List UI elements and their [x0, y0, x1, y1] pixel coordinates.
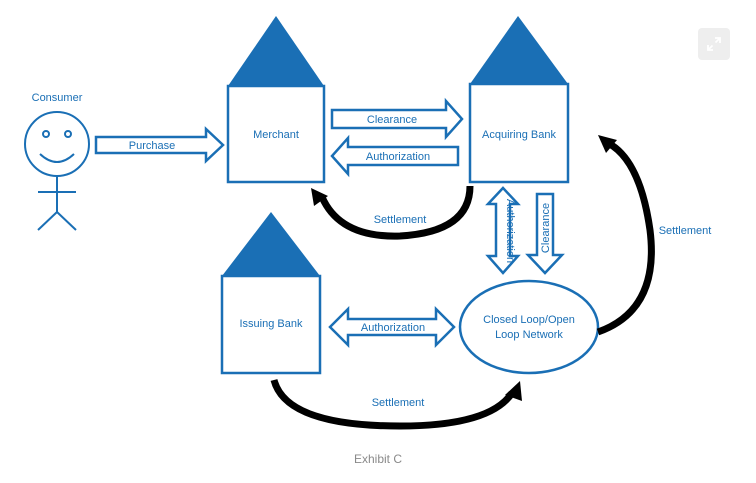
settlement-arrowhead-bottom	[505, 381, 522, 401]
settlement-curve-merchant	[318, 185, 474, 240]
acquiring-bank-roof	[470, 16, 568, 84]
purchase-arrow	[94, 126, 225, 164]
acquiring-bank-label: Acquiring Bank	[482, 129, 556, 141]
settlement-arrowhead-merchant	[311, 188, 328, 206]
acquiring-bank-box	[468, 82, 570, 184]
settlement-curve-bottom	[270, 378, 515, 430]
network-ellipse	[458, 279, 600, 375]
consumer-label: Consumer	[32, 92, 83, 104]
consumer-eye-left	[42, 130, 50, 138]
merchant-label: Merchant	[253, 129, 299, 141]
consumer-figure	[24, 111, 90, 231]
expand-icon	[707, 37, 721, 51]
settlement-curve-right	[596, 139, 655, 336]
issuing-bank-roof	[222, 212, 320, 276]
purchase-label: Purchase	[129, 140, 175, 152]
issuing-bank-box	[220, 274, 322, 375]
merchant-box	[226, 84, 326, 184]
authorization-label-top: Authorization	[366, 151, 430, 163]
authorization-arrow-vertical	[485, 186, 521, 275]
clearance-label-vertical: Clearance	[540, 203, 552, 253]
consumer-smile	[39, 153, 75, 163]
consumer-leg-left	[37, 211, 58, 231]
settlement-label-right: Settlement	[659, 225, 712, 237]
issuing-bank-label: Issuing Bank	[240, 318, 303, 330]
settlement-label-bottom: Settlement	[372, 397, 425, 409]
clearance-arrow-vertical	[525, 192, 565, 275]
consumer-eye-right	[64, 130, 72, 138]
network-label-line1: Closed Loop/Open	[483, 314, 575, 326]
clearance-arrow-top	[330, 97, 464, 141]
authorization-arrow-issuing	[328, 305, 456, 349]
clearance-label-top: Clearance	[367, 114, 417, 126]
authorization-label-issuing: Authorization	[361, 322, 425, 334]
exhibit-caption: Exhibit C	[354, 452, 402, 466]
settlement-label-merchant: Settlement	[374, 214, 427, 226]
authorization-arrow-top	[330, 134, 460, 178]
merchant-roof	[228, 16, 324, 86]
expand-button[interactable]	[698, 28, 730, 60]
consumer-head	[24, 111, 90, 177]
authorization-label-vertical: Authorization	[504, 199, 516, 263]
settlement-arrowhead-right	[598, 135, 617, 153]
consumer-leg-right	[56, 211, 77, 231]
network-label-line2: Loop Network	[495, 329, 563, 341]
